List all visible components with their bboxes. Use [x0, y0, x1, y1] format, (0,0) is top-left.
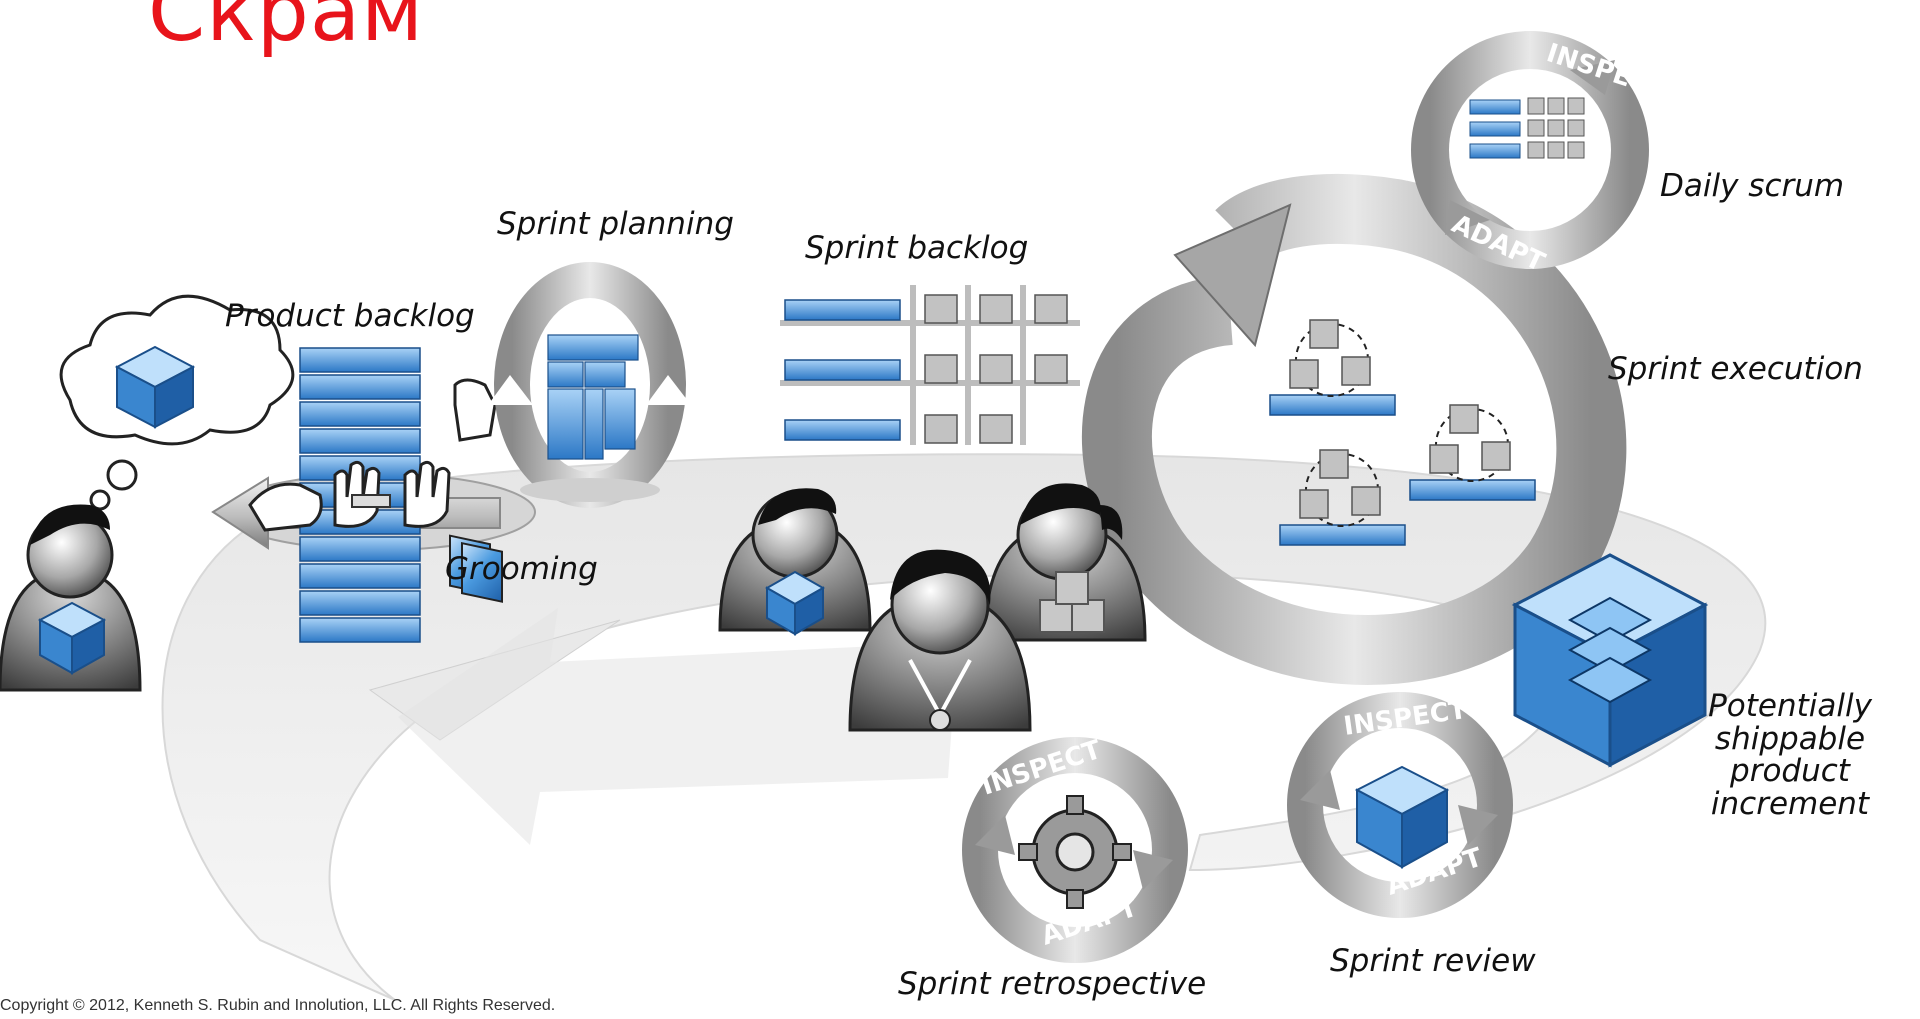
task-cube: [979, 414, 1013, 444]
backlog-item: [299, 536, 421, 562]
card-deck-icon: [449, 534, 503, 603]
page-title: Скрам: [148, 0, 424, 60]
product-owner-avatar: [0, 504, 142, 692]
task-cube: [1034, 354, 1068, 384]
scrum-master-avatar: [848, 549, 1032, 732]
gear-icon: [1018, 795, 1132, 909]
backlog-item: [299, 590, 421, 616]
whistle-icon: [929, 709, 951, 731]
label-sprint-planning: Sprint planning: [497, 206, 734, 242]
task-cube: [924, 294, 958, 324]
sprint-backlog-item: [784, 299, 901, 321]
sprint-backlog-item: [784, 359, 901, 381]
backlog-item: [299, 617, 421, 643]
backlog-item: [299, 347, 421, 373]
backlog-item: [299, 401, 421, 427]
label-sprint-execution: Sprint execution: [1608, 351, 1863, 387]
thought-bubble: [59, 294, 295, 526]
backlog-item: [299, 428, 421, 454]
daily-scrum-cycle: INSPECT ADAPT: [1411, 31, 1670, 278]
label-potentially-shippable: Potentially shippable product increment: [1708, 688, 1872, 822]
sprint-execution-cycle: [1081, 173, 1627, 685]
label-grooming: Grooming: [445, 551, 598, 587]
label-product-backlog: Product backlog: [225, 298, 475, 334]
label-sprint-backlog: Sprint backlog: [805, 230, 1029, 266]
task-cube: [924, 354, 958, 384]
task-cube: [1034, 294, 1068, 324]
label-sprint-retrospective: Sprint retrospective: [898, 966, 1207, 1002]
task-cube: [979, 294, 1013, 324]
sprint-backlog-board: [780, 285, 1080, 445]
team-member-right: [983, 483, 1147, 642]
ruler-icon: [351, 494, 391, 508]
sprint-backlog-item: [784, 419, 901, 441]
team-member-left: [718, 488, 872, 636]
sprint-review-cycle: INSPECT ADAPT: [1287, 692, 1513, 918]
label-daily-scrum: Daily scrum: [1660, 168, 1845, 204]
copyright-text: Copyright © 2012, Kenneth S. Rubin and I…: [0, 997, 556, 1014]
scrum-team-group: [718, 483, 1147, 732]
cube-icon: [114, 345, 196, 429]
sprint-planning-cycle: [488, 262, 691, 508]
task-cube: [979, 354, 1013, 384]
label-sprint-review: Sprint review: [1330, 943, 1536, 979]
task-cube: [924, 414, 958, 444]
backlog-item: [299, 563, 421, 589]
backlog-item: [299, 374, 421, 400]
sprint-retrospective-cycle: INSPECT ADAPT: [962, 735, 1188, 963]
shippable-increment-cube: [1511, 553, 1709, 768]
product-backlog-stack: [299, 347, 421, 643]
